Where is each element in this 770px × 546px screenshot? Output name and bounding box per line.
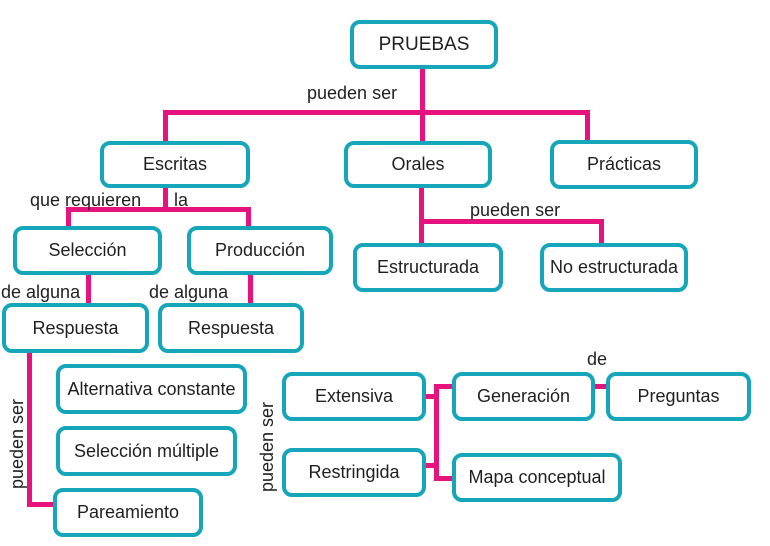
- connector-escritas-down: [163, 186, 168, 212]
- connector-to-seleccion: [66, 207, 71, 228]
- edge-label-pueden-ser-respuesta: pueden ser: [7, 398, 28, 490]
- edge-label-pueden-ser-produccion: pueden ser: [257, 401, 278, 493]
- connector-orales-down: [419, 186, 424, 245]
- node-extensiva: Extensiva: [282, 372, 426, 421]
- node-respuesta-izquierda: Respuesta: [2, 303, 149, 353]
- connector-restringida-stub: [423, 463, 434, 468]
- node-generacion: Generación: [452, 372, 595, 421]
- node-alternativa-constante: Alternativa constante: [56, 364, 247, 414]
- node-seleccion-multiple: Selección múltiple: [56, 426, 237, 476]
- connector-to-escritas: [163, 110, 168, 143]
- connector-orales-horizontal: [419, 219, 604, 224]
- node-no-estructurada: No estructurada: [540, 243, 688, 292]
- edge-label-pueden-ser-orales: pueden ser: [470, 200, 561, 220]
- node-preguntas: Preguntas: [606, 372, 751, 421]
- node-estructurada: Estructurada: [353, 243, 503, 292]
- node-practicas: Prácticas: [550, 140, 698, 189]
- node-restringida: Restringida: [282, 448, 426, 497]
- connector-to-produccion: [246, 207, 251, 228]
- connector-generacion-preguntas: [593, 384, 607, 389]
- connector-respuesta-down: [27, 351, 32, 507]
- node-respuesta-derecha: Respuesta: [158, 303, 304, 353]
- node-produccion: Producción: [187, 226, 333, 275]
- connector-pruebas-down: [420, 66, 425, 143]
- node-orales: Orales: [344, 141, 492, 188]
- connector-main-horizontal: [163, 110, 590, 115]
- edge-label-que-requieren: que requieren: [30, 190, 142, 210]
- node-pruebas: PRUEBAS: [350, 20, 498, 69]
- connector-extensiva-stub: [423, 394, 434, 399]
- node-escritas: Escritas: [100, 141, 250, 188]
- connector-to-practicas: [585, 110, 590, 142]
- node-mapa-conceptual: Mapa conceptual: [452, 453, 622, 502]
- edge-label-la: la: [174, 190, 189, 210]
- connector-produccion-respuesta: [248, 273, 253, 305]
- connector-to-mapa-conceptual: [434, 476, 454, 481]
- edge-label-de-alguna-1: de alguna: [1, 282, 81, 302]
- edge-label-pueden-ser-top: pueden ser: [307, 83, 398, 103]
- connector-to-generacion: [434, 384, 454, 389]
- node-pareamiento: Pareamiento: [53, 488, 203, 537]
- edge-label-de: de: [587, 349, 608, 369]
- connector-to-no-estructurada: [599, 219, 604, 245]
- connector-seleccion-respuesta: [86, 273, 91, 305]
- connector-to-pareamiento: [27, 502, 59, 507]
- connector-escritas-horizontal: [66, 207, 251, 212]
- edge-label-de-alguna-2: de alguna: [149, 282, 229, 302]
- node-seleccion: Selección: [13, 226, 162, 275]
- connector-produccion-branch-vertical: [434, 384, 439, 481]
